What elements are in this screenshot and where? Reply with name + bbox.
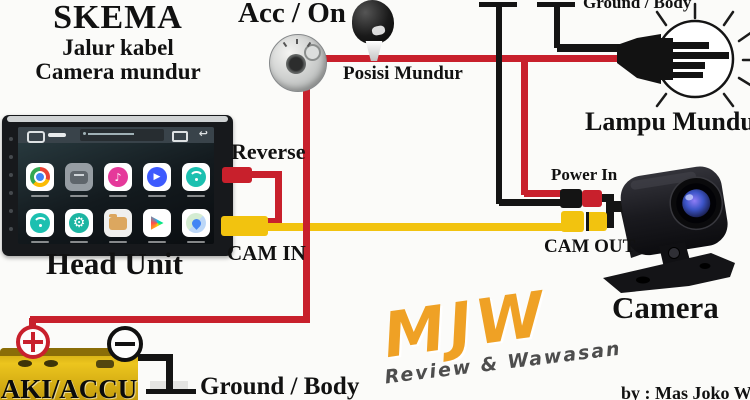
label-ground-body-bottom: Ground / Body	[200, 373, 360, 400]
camera-bracket-screw	[668, 247, 680, 259]
battery-cap	[18, 360, 32, 367]
battery-negative-terminal	[107, 326, 143, 362]
head-unit-device: ↩ ♪ ▶ ⚙	[2, 115, 233, 256]
wire-ground2-vertical	[554, 6, 560, 48]
ground-symbol-1-bar	[479, 2, 517, 7]
title-line-2: Jalur kabel	[62, 34, 174, 60]
bulb-socket	[617, 34, 661, 84]
reverse-lamp-bulb	[617, 2, 750, 108]
app-caption	[148, 241, 166, 243]
reverse-wire-h2	[263, 218, 282, 225]
app-caption	[187, 241, 205, 243]
label-reverse: Reverse	[231, 139, 306, 164]
wire-ground1-to-powerin	[499, 199, 562, 206]
ground-symbol-2-bar	[537, 2, 575, 7]
app-caption	[148, 195, 166, 197]
ignition-keyhole	[286, 54, 306, 74]
battery-cap	[44, 360, 58, 367]
cam-out-rca-connector-a	[561, 211, 584, 232]
screen-status-bar: ↩	[18, 127, 214, 143]
cam-in-rca-connector	[221, 216, 268, 236]
app-icon-radio[interactable]	[65, 163, 93, 191]
bulb-filament-silhouette	[657, 38, 729, 80]
app-icon-video[interactable]: ▶	[143, 163, 171, 191]
battery-positive-terminal	[16, 325, 50, 359]
side-button[interactable]	[9, 191, 13, 195]
ignition-switch	[269, 34, 327, 92]
app-caption	[70, 195, 88, 197]
reverse-wire-v	[275, 171, 282, 225]
app-caption	[31, 241, 49, 243]
app-icon-play-store[interactable]	[143, 209, 171, 237]
ignition-mark	[282, 41, 288, 48]
app-caption	[187, 195, 205, 197]
gear-shift-knob	[350, 0, 398, 64]
wire-ground1-vertical	[496, 6, 502, 204]
wire-acc-to-lamp	[314, 55, 626, 62]
side-button[interactable]	[9, 209, 13, 213]
app-caption	[31, 195, 49, 197]
label-posisi-mundur: Posisi Mundur	[343, 63, 463, 84]
battery-label: AKI/ACCU	[0, 374, 138, 400]
recent-apps-icon[interactable]	[172, 131, 188, 142]
wire-video-cable	[266, 223, 564, 231]
side-button[interactable]	[9, 155, 13, 159]
label-lampu-mundur: Lampu Mundur	[585, 107, 750, 136]
side-button[interactable]	[9, 173, 13, 177]
ground-symbol-bottom-bar	[146, 389, 196, 394]
wire-power-to-connector	[524, 190, 564, 197]
label-head-unit: Head Unit	[46, 246, 183, 281]
label-cam-in: CAM IN	[227, 241, 306, 265]
power-in-connector-red	[582, 190, 602, 207]
side-button[interactable]	[9, 227, 13, 231]
app-icon-file-manager[interactable]	[104, 209, 132, 237]
app-icon-music[interactable]: ♪	[104, 163, 132, 191]
app-caption	[109, 195, 127, 197]
battery-top-edge	[0, 348, 138, 356]
cam-out-rca-connector-b	[586, 212, 607, 231]
knob-base	[365, 41, 383, 61]
app-icon-maps[interactable]	[182, 209, 210, 237]
app-icon-chrome[interactable]	[26, 163, 54, 191]
reverse-connector-stub	[222, 167, 252, 183]
title-line-3: Camera mundur	[35, 58, 201, 84]
camera-pigtail-camout	[602, 220, 612, 228]
back-icon[interactable]: ↩	[198, 127, 208, 140]
app-icon-settings[interactable]: ⚙	[65, 209, 93, 237]
music-widget[interactable]	[80, 129, 164, 141]
label-ground-body-top: Ground / Body	[583, 0, 692, 12]
app-caption	[70, 241, 88, 243]
head-unit-screen[interactable]: ↩ ♪ ▶ ⚙	[18, 127, 214, 244]
wire-battery-feed-horizontal	[30, 316, 310, 323]
wire-ground2-to-lamp	[557, 44, 623, 52]
app-icon-bt-music[interactable]	[26, 209, 54, 237]
label-power-in: Power In	[551, 165, 618, 184]
label-camera: Camera	[612, 290, 719, 325]
head-unit-top-case	[7, 116, 228, 122]
label-byline: by : Mas Joko Wali	[621, 383, 750, 400]
wire-battery-neg-h	[118, 354, 173, 361]
home-label-blur	[48, 133, 66, 137]
rear-camera-device	[603, 166, 735, 293]
side-button[interactable]	[9, 137, 13, 141]
camera-bracket-base	[603, 253, 735, 293]
power-in-connector-black	[560, 189, 582, 208]
app-caption	[109, 241, 127, 243]
app-icon-network[interactable]	[182, 163, 210, 191]
wire-battery-neg-v2	[166, 358, 173, 391]
battery-cap	[96, 360, 114, 368]
knob-head	[352, 0, 394, 44]
ignition-key-ring	[304, 44, 321, 61]
camera-body	[620, 166, 728, 256]
home-icon[interactable]	[27, 131, 45, 143]
wire-power-drop	[521, 58, 528, 195]
title-line-1: SKEMA	[53, 0, 183, 36]
diagram-title: SKEMA Jalur kabel Camera mundur	[18, 0, 218, 84]
reverse-wire-h1	[248, 171, 282, 178]
label-cam-out: CAM OUT	[544, 236, 636, 257]
camera-pigtail-split	[606, 194, 614, 228]
wire-battery-feed-vertical	[303, 78, 310, 323]
label-acc-on: Acc / On	[238, 0, 346, 29]
ignition-mark	[296, 39, 298, 44]
